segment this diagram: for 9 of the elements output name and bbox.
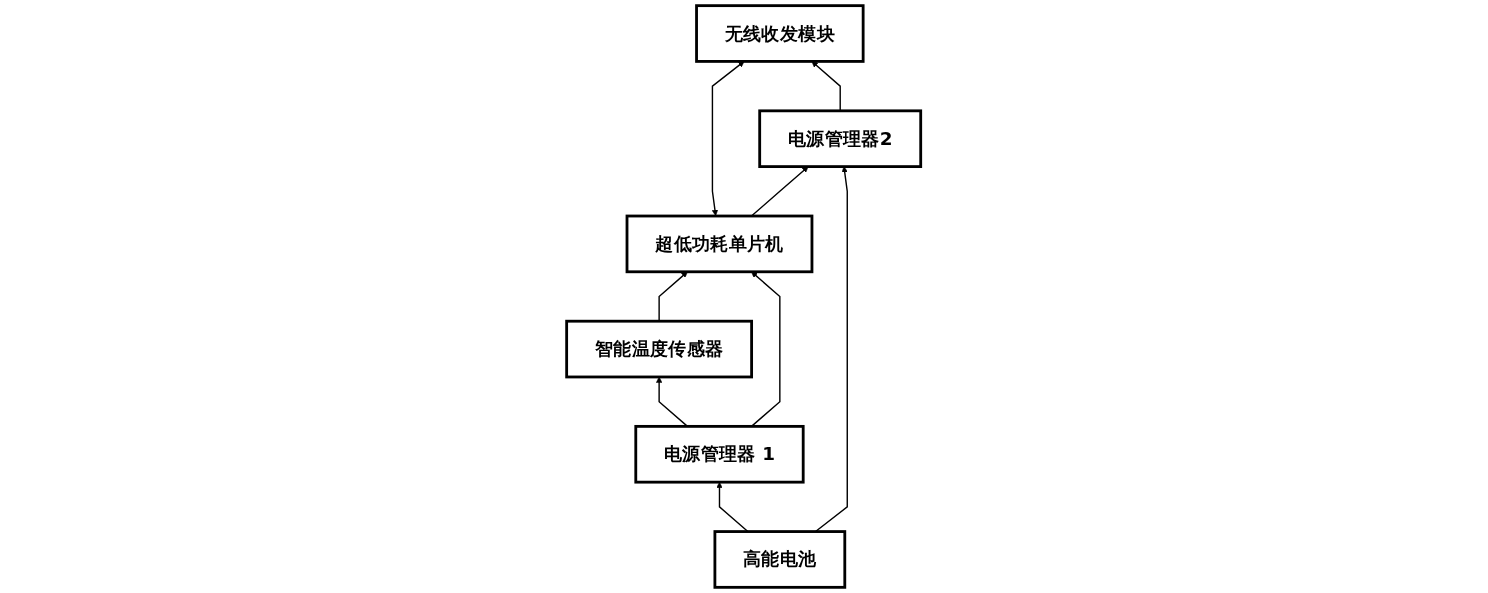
node-box: 智能温度传感器: [565, 319, 754, 379]
node-box: 高能电池: [713, 530, 847, 589]
arrow: [751, 166, 809, 217]
arrow: [712, 61, 745, 216]
node-box: 无线收发模块: [695, 4, 865, 63]
node-box: 超低功耗单片机: [625, 214, 814, 274]
node-box: 电源管理器2: [758, 109, 923, 168]
arrow: [658, 271, 689, 322]
node-box: 电源管理器 1: [634, 424, 805, 484]
